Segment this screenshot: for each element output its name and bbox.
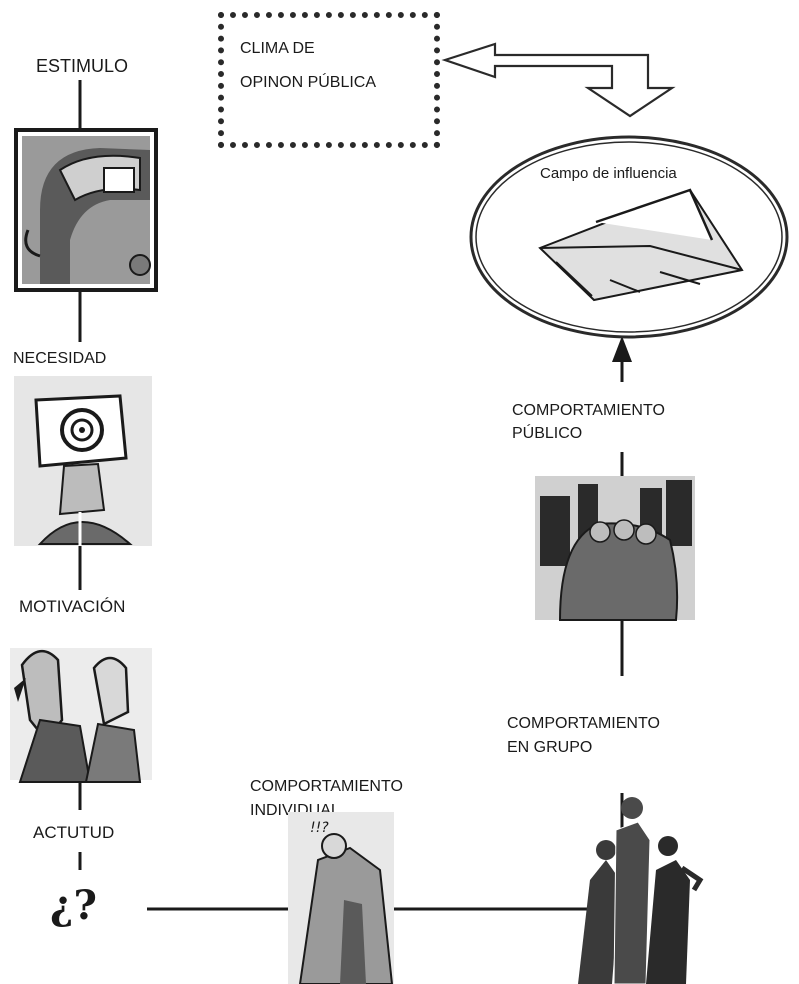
telephone-clipart-icon: [14, 128, 158, 292]
climate-opinion-box: [218, 12, 440, 148]
public-behavior-line2: PÚBLICO: [512, 425, 583, 442]
attitude-label: ACTUTUD: [33, 823, 115, 842]
hollow-feedback-arrow: [441, 42, 676, 118]
group-behavior-line1: COMPORTAMIENTO: [507, 715, 660, 732]
climate-box-line2: OPINON PÚBLICA: [240, 74, 377, 91]
up-arrowhead: [612, 336, 632, 362]
confused-person-clipart-icon: !!?: [288, 812, 394, 984]
svg-text:!!?: !!?: [310, 820, 329, 836]
public-behavior-line1: COMPORTAMIENTO: [512, 402, 665, 419]
target-head-clipart-icon: [14, 376, 152, 546]
need-label: NECESIDAD: [13, 350, 107, 367]
question-marks: ¿?: [50, 882, 97, 929]
stimulus-label: ESTIMULO: [36, 56, 129, 76]
arguing-people-clipart-icon: [10, 648, 152, 783]
group-people-clipart-icon: [578, 797, 704, 984]
motivation-label: MOTIVACIÓN: [19, 597, 126, 616]
influence-label: Campo de influencia: [540, 165, 677, 182]
city-crowd-clipart-icon: [535, 476, 695, 621]
group-behavior-line2: EN GRUPO: [507, 739, 593, 756]
envelope-clipart-icon: [538, 188, 744, 302]
influence-ellipse: [469, 135, 789, 339]
climate-box-line1: CLIMA DE: [240, 40, 315, 57]
individual-behavior-line1: COMPORTAMIENTO: [250, 778, 403, 795]
